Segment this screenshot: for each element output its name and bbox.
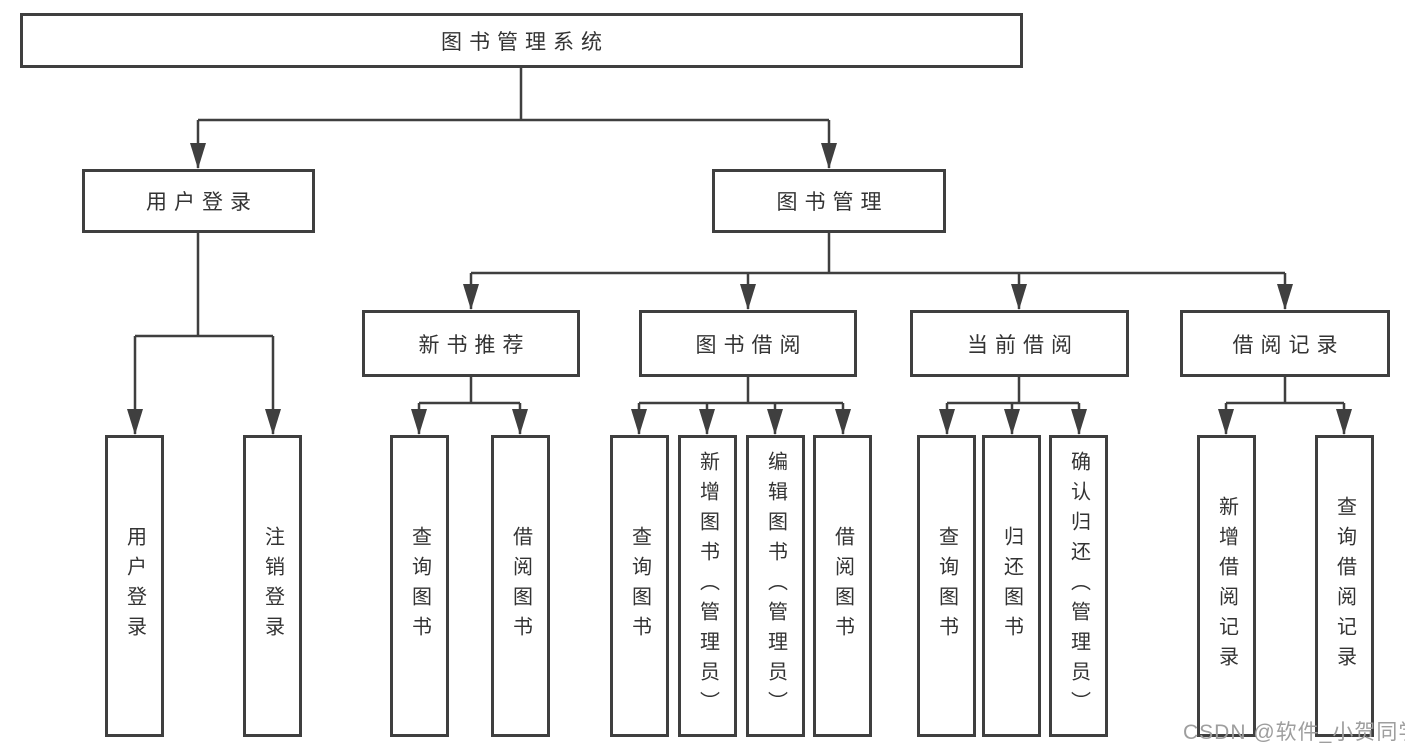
node-book-management: 图书管理: [712, 169, 946, 233]
csdn-watermark: CSDN @软件_小贺同学: [1183, 721, 1405, 744]
node-current-borrow: 当前借阅: [910, 310, 1129, 377]
node-user-login: 用户登录: [82, 169, 315, 233]
leaf-query-books-borrow: 查询图书: [610, 435, 669, 737]
leaf-edit-books-admin: 编辑图书（管理员）: [746, 435, 805, 737]
connector-new-book-recommend-trunk: [419, 377, 520, 405]
connector-root-trunk: [198, 68, 829, 122]
leaf-query-books-recommend: 查询图书: [390, 435, 449, 737]
leaf-return-books: 归还图书: [982, 435, 1041, 737]
leaf-add-borrow-record: 新增借阅记录: [1197, 435, 1256, 737]
leaf-add-books-admin: 新增图书（管理员）: [678, 435, 737, 737]
node-borrow-records: 借阅记录: [1180, 310, 1390, 377]
leaf-logout-login: 注销登录: [243, 435, 302, 737]
leaf-user-login: 用户登录: [105, 435, 164, 737]
node-book-borrow: 图书借阅: [639, 310, 857, 377]
connector-user-login-trunk: [135, 233, 273, 338]
leaf-borrow-books-recommend: 借阅图书: [491, 435, 550, 737]
connector-book-management-trunk: [471, 233, 1285, 275]
node-new-book-recommend: 新书推荐: [362, 310, 580, 377]
leaf-confirm-return-admin: 确认归还（管理员）: [1049, 435, 1108, 737]
leaf-borrow-books-borrow: 借阅图书: [813, 435, 872, 737]
connector-borrow-records-trunk: [1226, 377, 1344, 405]
node-system-root: 图书管理系统: [20, 13, 1023, 68]
connector-current-borrow-trunk: [947, 377, 1079, 405]
leaf-query-borrow-record: 查询借阅记录: [1315, 435, 1374, 737]
connector-book-borrow-trunk: [639, 377, 843, 405]
leaf-query-books-current: 查询图书: [917, 435, 976, 737]
